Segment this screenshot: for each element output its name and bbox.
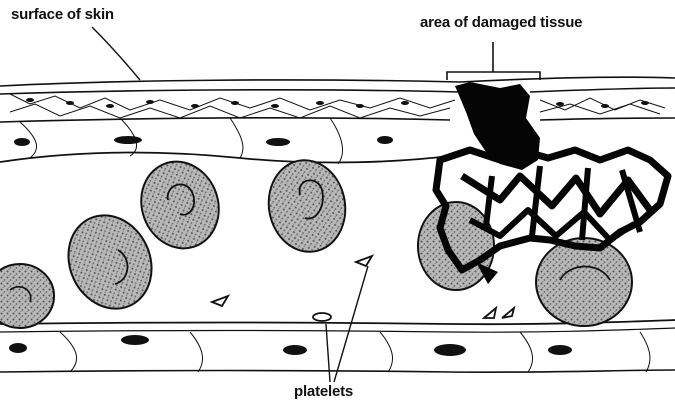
red-blood-cell [418, 202, 494, 290]
platelet [212, 296, 228, 306]
vessel-upper-wall [0, 118, 450, 164]
vessel-lower-wall [0, 320, 675, 372]
platelet [484, 308, 496, 318]
red-blood-cell [262, 154, 353, 258]
damage-bracket [447, 42, 540, 80]
damaged-tissue-label: area of damaged tissue [420, 14, 582, 31]
red-blood-cell [536, 238, 632, 326]
platelet [356, 256, 372, 266]
platelets-leader-line [326, 266, 368, 382]
platelet [502, 308, 514, 318]
platelet [313, 313, 331, 321]
skin-leader-line [92, 27, 140, 80]
surface-of-skin-label: surface of skin [11, 6, 114, 23]
platelets-label: platelets [294, 383, 353, 400]
skin-layer [0, 77, 675, 122]
red-blood-cell [0, 264, 54, 328]
